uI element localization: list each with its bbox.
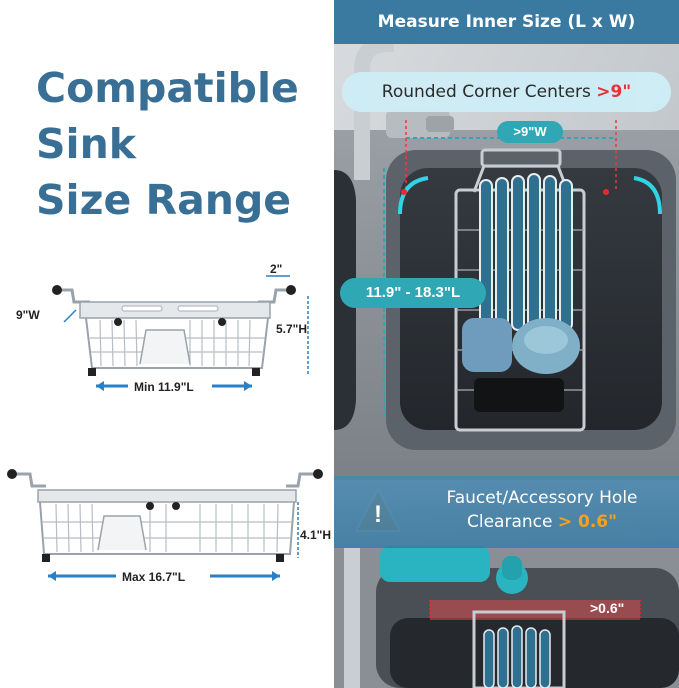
headline-line-2: Sink [36, 120, 137, 168]
warning-line-1: Faucet/Accessory Hole [446, 488, 638, 508]
rack-max-length-label: Max 16.7"L [122, 570, 186, 584]
warning-icon: ! [374, 501, 382, 528]
warning-line-2: Clearance > 0.6" [408, 510, 676, 534]
rack-max-illustration [7, 469, 323, 581]
right-panel: Measure Inner Size (L x W) Rounded Corne… [334, 0, 679, 688]
warning-line-2-text: Clearance [466, 512, 558, 532]
rack-max-height-label: 4.1"H [300, 528, 332, 542]
rack-min-height-label: 5.7"H [276, 322, 308, 336]
rack-min-width-label: 9"W [16, 308, 40, 322]
headline-line-1: Compatible [36, 64, 299, 112]
rack-min-length-label: Min 11.9"L [134, 380, 194, 394]
header-band [334, 0, 679, 44]
left-panel: Compatible Sink Size Range [0, 0, 334, 688]
warning-text: Faucet/Accessory Hole Clearance > 0.6" [408, 486, 676, 534]
warning-band [334, 476, 679, 548]
length-badge: 11.9" - 18.3"L [340, 278, 486, 308]
corner-note-value: >9" [596, 82, 632, 102]
corner-note: Rounded Corner Centers >9" [342, 72, 671, 112]
rack-min-extension-label: 2" [270, 262, 283, 276]
headline-line-3: Size Range [36, 176, 292, 224]
corner-note-text: Rounded Corner Centers [381, 82, 597, 102]
headline: Compatible Sink Size Range [36, 60, 326, 228]
rack-min-illustration [52, 275, 309, 391]
warning-line-2-value: > 0.6" [557, 512, 617, 532]
header-title: Measure Inner Size (L x W) [377, 12, 636, 32]
clearance-label: >0.6" [590, 600, 625, 616]
width-badge: >9"W [497, 121, 563, 143]
sink-photo-illustration [334, 0, 679, 688]
